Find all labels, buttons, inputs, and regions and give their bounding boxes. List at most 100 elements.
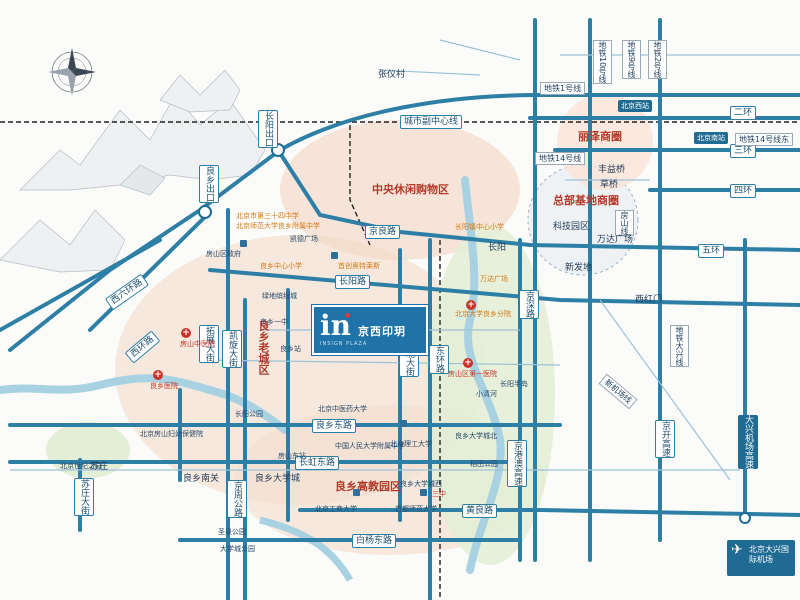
- place-changyang: 长阳: [488, 243, 507, 253]
- poi-shengquan-park: 圣泉公园: [218, 528, 246, 536]
- liangxiang-exit-junction: [198, 205, 212, 219]
- project-name: 京西印玥: [358, 325, 406, 338]
- shopping-mall-icon[interactable]: [331, 252, 338, 259]
- poi-cnu[interactable]: 首都师范大学: [395, 505, 437, 513]
- school-building-icon[interactable]: [353, 489, 360, 496]
- place-liangxiang-daxue: 良乡大学城: [255, 474, 301, 484]
- poi-fangshan-east[interactable]: 房山东站: [278, 452, 306, 460]
- road-label-daxing-airport-hw: 大兴机场高速: [738, 415, 758, 469]
- school-building-icon[interactable]: [400, 420, 407, 427]
- poi-metro-north[interactable]: 良乡大学城北: [455, 432, 497, 440]
- mountain-sketch-icon: [0, 69, 266, 273]
- metro-label-line2: 地铁2号线: [648, 40, 667, 80]
- poi-lvdi[interactable]: 绿地缤纷城: [262, 292, 297, 300]
- road-label-liangxiang-east: 良乡东路: [312, 419, 357, 433]
- poi-metro-west[interactable]: 良乡大学城西: [400, 480, 442, 488]
- road-label-jingkai: 京开高速: [655, 420, 675, 458]
- train-station-icon-beijing-south[interactable]: 北京南站: [694, 132, 728, 144]
- project-tag: INSIGN PLAZA: [320, 341, 368, 347]
- road-label-wuhuan: 五环: [698, 244, 725, 258]
- train-station-icon-beijing-west[interactable]: 北京西站: [618, 100, 652, 112]
- poi-liangxiang-primary[interactable]: 良乡中心小学: [260, 262, 302, 270]
- poi-yizhong[interactable]: 良乡一中: [260, 318, 288, 326]
- poi-xiaoqinghe: 小清河: [476, 390, 497, 398]
- poi-outlets[interactable]: 首创奥特莱斯: [338, 262, 380, 270]
- poi-liangxiang-station[interactable]: 良乡站: [280, 345, 301, 353]
- road-label-tuochang: 拓展大街: [199, 325, 219, 363]
- road-label-erhuan: 二环: [730, 106, 757, 120]
- poi-bjdx-branch[interactable]: 北京大学良乡分院: [455, 310, 511, 318]
- poi-daotian-park: 稻田公园: [470, 460, 498, 468]
- poi-liangxiang-hospital[interactable]: 良乡医院: [150, 382, 178, 390]
- airport-name: 北京大兴国际机场: [749, 545, 789, 564]
- road-label-jingshen: 京深路: [519, 290, 539, 319]
- zone-label-liangxiang-hightech: 良乡高教园区: [335, 480, 401, 493]
- road-label-jingliang: 京良路: [365, 225, 401, 239]
- place-zhangyi: 张仪村: [378, 70, 406, 80]
- poi-changyang-peninsula: 长阳半岛: [500, 380, 528, 388]
- place-fengyi: 丰益桥: [598, 165, 626, 175]
- metro-label-line9: 地铁9号线: [622, 40, 641, 80]
- hospital-cross-icon[interactable]: +: [466, 300, 476, 310]
- poi-kaide[interactable]: 凯德广场: [290, 235, 318, 243]
- zone-label-hq-business: 总部基地商圈: [553, 194, 619, 207]
- metro-label-line1: 地铁1号线: [540, 82, 586, 95]
- poi-school-bsd[interactable]: 北京师范大学良乡附属中学: [236, 222, 320, 230]
- poi-changyang-park: 长阳公园: [235, 410, 263, 418]
- school-building-icon[interactable]: [240, 240, 247, 247]
- poi-school-34[interactable]: 北京市第三十四中学: [236, 212, 299, 220]
- poi-daxue-park: 大学城公园: [220, 545, 255, 553]
- poi-maternity[interactable]: 北京房山妇幼保健院: [140, 430, 203, 438]
- poi-sanzhong[interactable]: 三中: [432, 490, 446, 498]
- hospital-cross-icon[interactable]: +: [153, 370, 163, 380]
- road-label-suzhuang: 苏庄大街: [74, 478, 94, 516]
- hospital-cross-icon[interactable]: +: [181, 328, 191, 338]
- poi-fangshan-tcm[interactable]: 房山中医院: [180, 340, 215, 348]
- zone-label-liangxiang-old: 良乡老城区: [257, 320, 270, 375]
- road-label-donghuan: 东环路: [429, 345, 449, 374]
- poi-wanda[interactable]: 万达广场: [480, 275, 508, 283]
- poi-shiji-garden: 北京世纪之园: [60, 462, 102, 470]
- airport-badge[interactable]: ✈ 北京大兴国际机场: [727, 540, 795, 576]
- poi-rdfz[interactable]: 中国人民大学附属中学: [335, 442, 405, 450]
- place-xinfadi: 新发地: [565, 263, 593, 273]
- project-logo-dot: [345, 313, 350, 318]
- place-wanda: 万达广场: [597, 235, 634, 245]
- hospital-cross-icon[interactable]: +: [463, 358, 473, 368]
- road-label-jinggao: 京港澳高速: [507, 440, 527, 487]
- road-label-jingzhou: 京周公路: [227, 480, 247, 518]
- zone-label-lize: 丽泽商圈: [578, 130, 622, 143]
- metro-label-line14: 地铁14号线: [535, 152, 586, 165]
- road-label-kaixuan: 凯旋大街: [222, 330, 242, 368]
- poi-fangshan-gov[interactable]: 房山区政府: [206, 250, 241, 258]
- place-xihongmen: 西红门: [635, 295, 663, 305]
- road-label-liangxiang-exit: 良乡出口: [199, 165, 219, 203]
- metro-label-line14-east: 地铁14号线东: [735, 133, 794, 146]
- poi-btbu[interactable]: 北京工商大学: [315, 505, 357, 513]
- place-liangxiang-nan: 良乡南关: [183, 474, 220, 484]
- school-building-icon[interactable]: [420, 489, 427, 496]
- daxing-junction: [739, 512, 751, 524]
- road-label-city-sub-center: 城市副中心线: [400, 115, 463, 129]
- compass-rose-icon: [48, 48, 96, 96]
- metro-label-daxing: 地铁大兴线: [670, 325, 689, 367]
- road-label-sihuan: 四环: [730, 184, 757, 198]
- metro-label-line10: 地铁10号线: [593, 40, 612, 85]
- road-label-huangliang: 黄良路: [462, 504, 498, 518]
- road-label-changhong-east: 长虹东路: [295, 456, 340, 470]
- place-caoqiao: 草桥: [600, 180, 619, 190]
- poi-bucm[interactable]: 北京中医药大学: [318, 405, 367, 413]
- poi-changyang-primary[interactable]: 长阳镇中心小学: [455, 223, 504, 231]
- road-label-baiyang-east: 白杨东路: [352, 534, 397, 548]
- place-suzhuang: 苏庄: [90, 462, 109, 472]
- poi-bit[interactable]: 北京理工大学: [390, 440, 432, 448]
- place-kejiyuan: 科技园区: [553, 222, 590, 232]
- project-marker-jingxi-yinyue[interactable]: in 京西印玥 INSIGN PLAZA: [312, 305, 428, 355]
- road-label-sanhuan: 三环: [730, 144, 757, 158]
- central-shopping-zone: [280, 120, 520, 260]
- poi-fangshan-first-hospital[interactable]: 房山区第一医院: [448, 370, 497, 378]
- road-label-changyang-exit: 长阳出口: [258, 110, 278, 148]
- zone-label-central-shopping: 中央休闲购物区: [372, 183, 449, 196]
- metro-label-fangshan: 房山线: [615, 210, 634, 236]
